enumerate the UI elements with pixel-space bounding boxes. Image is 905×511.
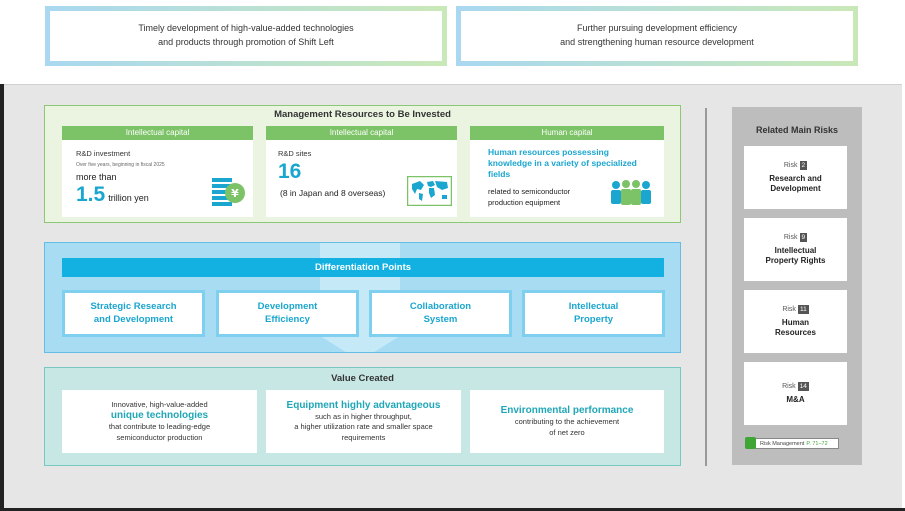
risk-name: M&A: [786, 394, 805, 404]
risk-management-pages: P. 71–72: [806, 440, 828, 447]
diff-point-label: Intellectual Property: [568, 300, 619, 325]
rd-sites-detail: (8 in Japan and 8 overseas): [280, 188, 386, 198]
differentiation-title: Differentiation Points: [62, 258, 664, 277]
human-resources-detail: related to semiconductor production equi…: [488, 187, 571, 207]
risk-word: Risk: [782, 305, 796, 313]
risk-management-link[interactable]: Risk Management P. 71–72: [745, 437, 839, 449]
value-created-title: Value Created: [331, 373, 394, 384]
yen-coins-icon: ¥: [212, 178, 245, 206]
risk-name: Research and Development: [769, 173, 822, 193]
frame-bottom: [0, 508, 905, 511]
value-card-highlight: Equipment highly advantageous: [286, 400, 441, 412]
risk-number: 2: [799, 160, 808, 170]
risk-number: 14: [797, 381, 809, 391]
rd-investment-amount: 1.5 trillion yen: [76, 183, 149, 207]
risk-item[interactable]: Risk 2 Research and Development: [744, 146, 847, 209]
rd-investment-card: Intellectual capital R&D investment Over…: [62, 126, 253, 217]
risk-label: Risk 9: [783, 232, 808, 242]
management-resources-section: Management Resources to Be Invested Inte…: [44, 105, 681, 223]
world-map-icon: [407, 176, 452, 206]
diff-point-collaboration-system: Collaboration System: [369, 290, 512, 337]
risk-word: Risk: [782, 382, 796, 390]
value-card-post: such as in higher throughput, a higher u…: [294, 412, 433, 442]
rd-sites-label: R&D sites: [278, 149, 312, 158]
value-card-highlight: unique technologies: [110, 410, 209, 422]
diff-point-label: Collaboration System: [409, 300, 472, 325]
diff-point-development-efficiency: Development Efficiency: [216, 290, 359, 337]
risk-number: 9: [799, 232, 808, 242]
goal-box-shift-left: Timely development of high-value-added t…: [45, 6, 447, 66]
rd-investment-note: Over five years, beginning in fiscal 202…: [76, 162, 165, 168]
frame-edge: [0, 84, 4, 511]
human-resources-highlight: Human resources possessing knowledge in …: [488, 147, 637, 180]
value-card-environmental: Environmental performance contributing t…: [470, 390, 664, 453]
rd-sites-value: 16: [278, 160, 302, 183]
card-head: Intellectual capital: [266, 126, 457, 140]
value-card-post: contributing to the achievement of net z…: [514, 417, 620, 437]
risk-item[interactable]: Risk 14 M&A: [744, 362, 847, 425]
risk-label: Risk 2: [783, 160, 808, 170]
diff-point-label: Strategic Research and Development: [90, 300, 177, 325]
book-icon: [745, 437, 756, 449]
value-card-post: that contribute to leading-edge semicond…: [108, 422, 211, 442]
risk-number: 11: [797, 304, 809, 314]
svg-text:¥: ¥: [231, 187, 239, 200]
rd-investment-prefix: more than: [76, 172, 117, 182]
risk-label: Risk 11: [782, 304, 809, 314]
risk-item[interactable]: Risk 11 Human Resources: [744, 290, 847, 353]
human-resources-card: Human capital Human resources possessing…: [470, 126, 664, 217]
risk-label: Risk 14: [782, 381, 809, 391]
vertical-divider: [705, 108, 707, 466]
rd-sites-card: Intellectual capital R&D sites 16 (8 in …: [266, 126, 457, 217]
risk-item[interactable]: Risk 9 Intellectual Property Rights: [744, 218, 847, 281]
value-card-equipment: Equipment highly advantageous such as in…: [266, 390, 461, 453]
rd-investment-unit: trillion yen: [108, 193, 149, 203]
management-resources-title: Management Resources to Be Invested: [274, 109, 451, 120]
risk-word: Risk: [783, 161, 798, 169]
goal-text-right: Further pursuing development efficiency …: [560, 23, 754, 47]
risk-management-link-text: Risk Management: [760, 440, 805, 447]
value-card-unique-technologies: Innovative, high-value-added unique tech…: [62, 390, 257, 453]
rd-investment-value: 1.5: [76, 183, 106, 206]
risk-name: Intellectual Property Rights: [765, 245, 826, 265]
people-group-icon: [611, 180, 651, 205]
risk-word: Risk: [783, 233, 798, 241]
related-risks-title: Related Main Risks: [755, 125, 839, 135]
goal-text-left: Timely development of high-value-added t…: [138, 23, 354, 47]
diff-point-strategic-rd: Strategic Research and Development: [62, 290, 205, 337]
diff-point-intellectual-property: Intellectual Property: [522, 290, 665, 337]
value-created-section: Value Created Innovative, high-value-add…: [44, 367, 681, 466]
goal-box-efficiency: Further pursuing development efficiency …: [456, 6, 858, 66]
related-risks-panel: Related Main Risks Risk 2 Research and D…: [732, 107, 862, 465]
risk-name: Human Resources: [775, 317, 816, 337]
differentiation-section: Differentiation Points Strategic Researc…: [44, 242, 681, 353]
card-head: Human capital: [470, 126, 664, 140]
rd-investment-label: R&D investment: [76, 149, 131, 158]
diff-point-label: Development Efficiency: [257, 300, 318, 325]
value-card-pre: Innovative, high-value-added: [111, 400, 208, 410]
card-head: Intellectual capital: [62, 126, 253, 140]
value-card-highlight: Environmental performance: [500, 405, 634, 417]
